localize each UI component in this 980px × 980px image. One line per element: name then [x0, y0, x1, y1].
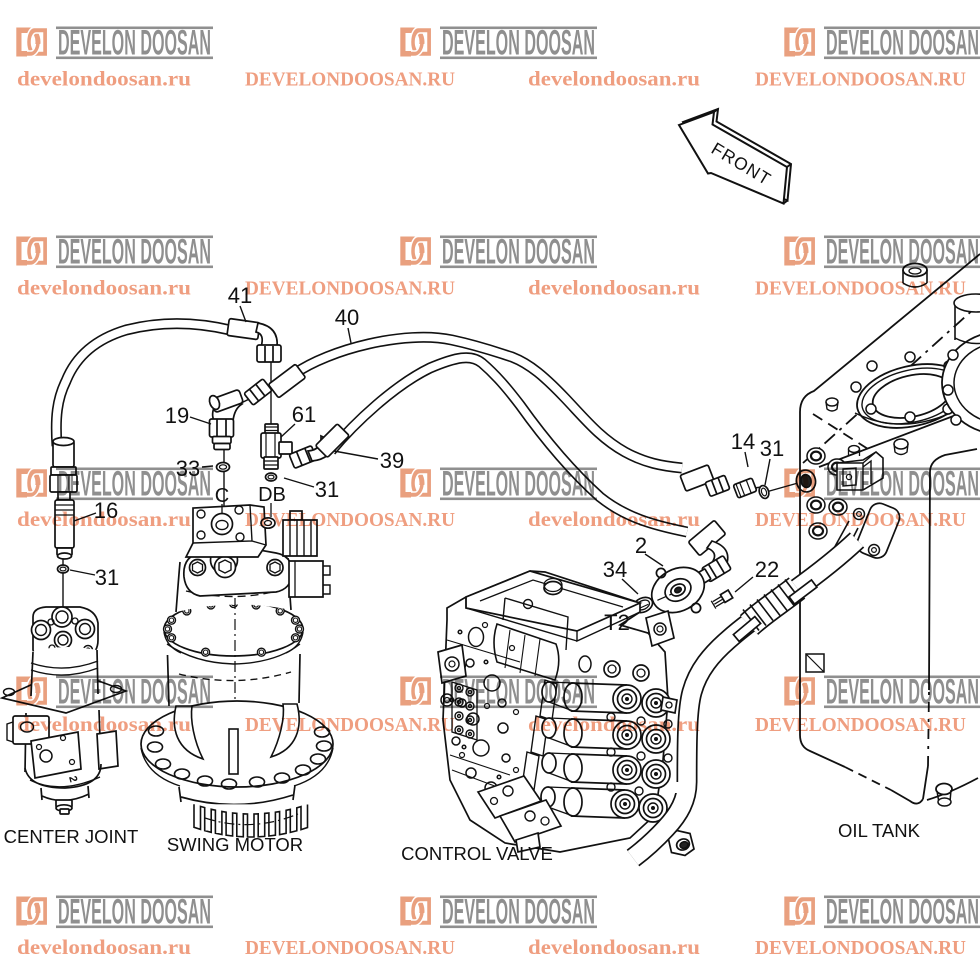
svg-text:39: 39 [380, 448, 404, 473]
svg-text:OIL TANK: OIL TANK [838, 820, 921, 841]
svg-text:develondoosan.ru: develondoosan.ru [17, 712, 191, 736]
svg-text:61: 61 [292, 402, 316, 427]
svg-text:22: 22 [755, 557, 779, 582]
svg-text:DEVELONDOOSAN.RU: DEVELONDOOSAN.RU [755, 937, 966, 959]
svg-text:DEVELONDOOSAN.RU: DEVELONDOOSAN.RU [755, 69, 966, 91]
svg-text:40: 40 [335, 305, 359, 330]
svg-text:develondoosan.ru: develondoosan.ru [528, 276, 700, 300]
svg-text:19: 19 [165, 403, 189, 428]
svg-text:DEVELONDOOSAN.RU: DEVELONDOOSAN.RU [245, 509, 455, 531]
svg-text:CONTROL VALVE: CONTROL VALVE [401, 843, 553, 864]
svg-text:DEVELONDOOSAN.RU: DEVELONDOOSAN.RU [245, 278, 455, 300]
svg-text:DB: DB [258, 484, 286, 506]
svg-text:develondoosan.ru: develondoosan.ru [17, 67, 191, 91]
svg-text:DEVELONDOOSAN.RU: DEVELONDOOSAN.RU [755, 714, 966, 736]
svg-text:31: 31 [760, 436, 784, 461]
svg-text:2: 2 [66, 775, 79, 784]
svg-text:develondoosan.ru: develondoosan.ru [528, 712, 700, 736]
svg-text:2: 2 [635, 533, 647, 558]
svg-text:14: 14 [731, 429, 755, 454]
svg-text:34: 34 [603, 557, 627, 582]
svg-text:develondoosan.ru: develondoosan.ru [17, 507, 191, 531]
svg-text:DEVELONDOOSAN.RU: DEVELONDOOSAN.RU [755, 509, 966, 531]
svg-text:develondoosan.ru: develondoosan.ru [528, 935, 700, 959]
svg-text:DEVELONDOOSAN.RU: DEVELONDOOSAN.RU [245, 937, 455, 959]
svg-text:develondoosan.ru: develondoosan.ru [528, 507, 700, 531]
svg-text:develondoosan.ru: develondoosan.ru [528, 67, 700, 91]
svg-text:CENTER JOINT: CENTER JOINT [4, 826, 139, 847]
svg-text:develondoosan.ru: develondoosan.ru [17, 276, 191, 300]
svg-text:C: C [215, 485, 229, 507]
svg-text:31: 31 [315, 477, 339, 502]
svg-text:SWING MOTOR: SWING MOTOR [167, 834, 303, 855]
svg-text:develondoosan.ru: develondoosan.ru [17, 935, 191, 959]
svg-text:41: 41 [228, 283, 252, 308]
svg-text:T2: T2 [604, 610, 630, 635]
svg-text:DEVELONDOOSAN.RU: DEVELONDOOSAN.RU [755, 278, 966, 300]
svg-text:DEVELONDOOSAN.RU: DEVELONDOOSAN.RU [245, 69, 455, 91]
svg-text:31: 31 [95, 565, 119, 590]
svg-text:DEVELONDOOSAN.RU: DEVELONDOOSAN.RU [245, 714, 455, 736]
